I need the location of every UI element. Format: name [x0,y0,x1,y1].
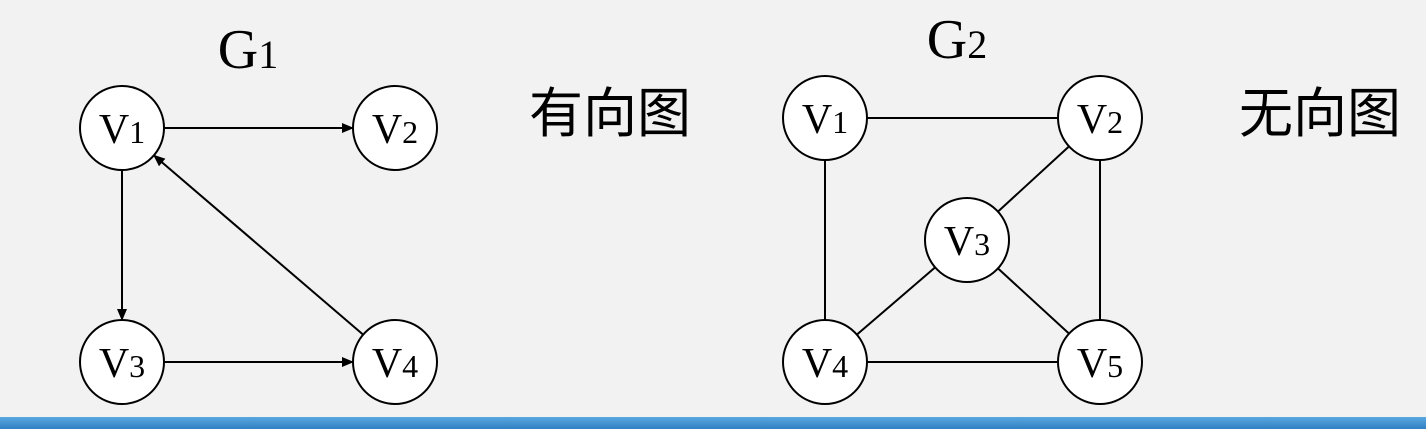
node-circle [782,75,868,161]
g2-type-label: 无向图 [1239,82,1401,145]
g1-type-label: 有向图 [529,82,691,145]
g2-title-index: 2 [967,22,987,67]
g1-node-v3: V3 [79,319,165,405]
node-label: V1 [802,97,848,143]
g2-edge-v3-v4 [856,266,936,336]
g2-edge-v3-v5 [997,267,1070,335]
node-circle [352,85,438,171]
node-label: V3 [944,219,990,265]
g1-edges [117,123,364,367]
node-label: V2 [1077,97,1123,143]
g1-node-v2: V2 [352,85,438,171]
g2-node-v1: V1 [782,75,868,161]
node-label: V4 [802,341,848,387]
node-circle [79,85,165,171]
node-circle [924,197,1010,283]
node-label: V3 [99,341,145,387]
node-label: V1 [99,107,145,153]
g2-title-letter: G [927,9,967,71]
node-label: V4 [372,341,418,387]
g2-edges [824,117,1101,363]
g1-node-v4: V4 [352,319,438,405]
node-label: V5 [1077,341,1123,387]
g2-node-v4: V4 [782,319,868,405]
g1-node-v1: V1 [79,85,165,171]
g2-edge-v2-v3 [997,145,1070,213]
g1-title-index: 1 [258,32,278,77]
bottom-bar [0,417,1426,429]
g1-title-letter: G [218,19,258,81]
g1-edge-v4-v1 [153,154,364,336]
g2-title: G2 [927,9,987,71]
node-label: V2 [372,107,418,153]
node-circle [1057,319,1143,405]
g2-node-v5: V5 [1057,319,1143,405]
node-circle [1057,75,1143,161]
node-circle [79,319,165,405]
g2-node-v3: V3 [924,197,1010,283]
node-circle [352,319,438,405]
g1-title: G1 [218,19,278,81]
g2-node-v2: V2 [1057,75,1143,161]
node-circle [782,319,868,405]
